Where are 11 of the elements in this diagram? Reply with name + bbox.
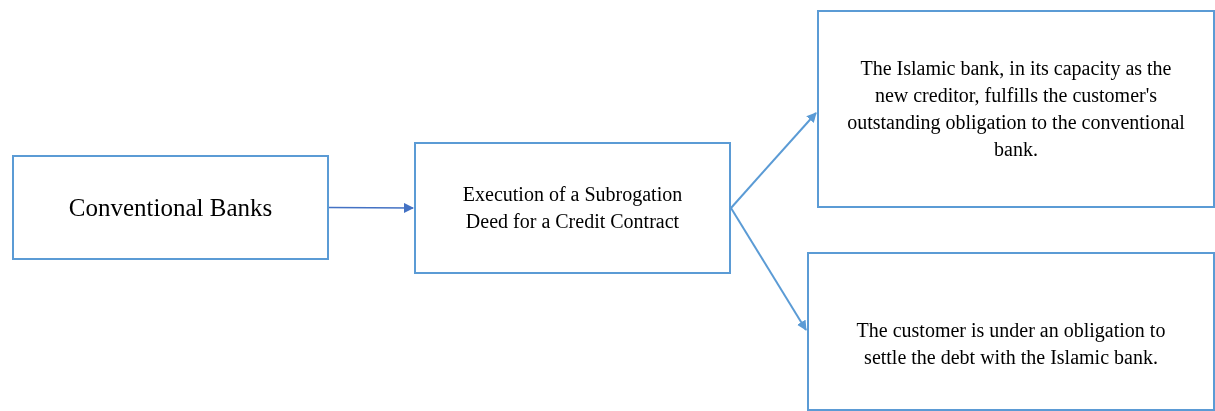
process-box: [414, 142, 731, 274]
box-text: The customer is under an obligation to settle the debt with the Islamic bank.: [855, 317, 1167, 370]
box-text: Execution of a Subrogation Deed for a Credit Contract: [461, 182, 684, 234]
box-text: Conventional Banks: [68, 192, 273, 223]
process-box: [817, 10, 1215, 208]
box-text: The Islamic bank, in its capacity as the new creditor, fulfills the customer's outstanding obligation to the conventional bank.: [846, 56, 1186, 162]
process-box: [12, 155, 329, 260]
arrow: [730, 111, 817, 209]
arrow: [730, 207, 807, 331]
arrow: [328, 202, 414, 213]
process-box: [807, 252, 1215, 411]
